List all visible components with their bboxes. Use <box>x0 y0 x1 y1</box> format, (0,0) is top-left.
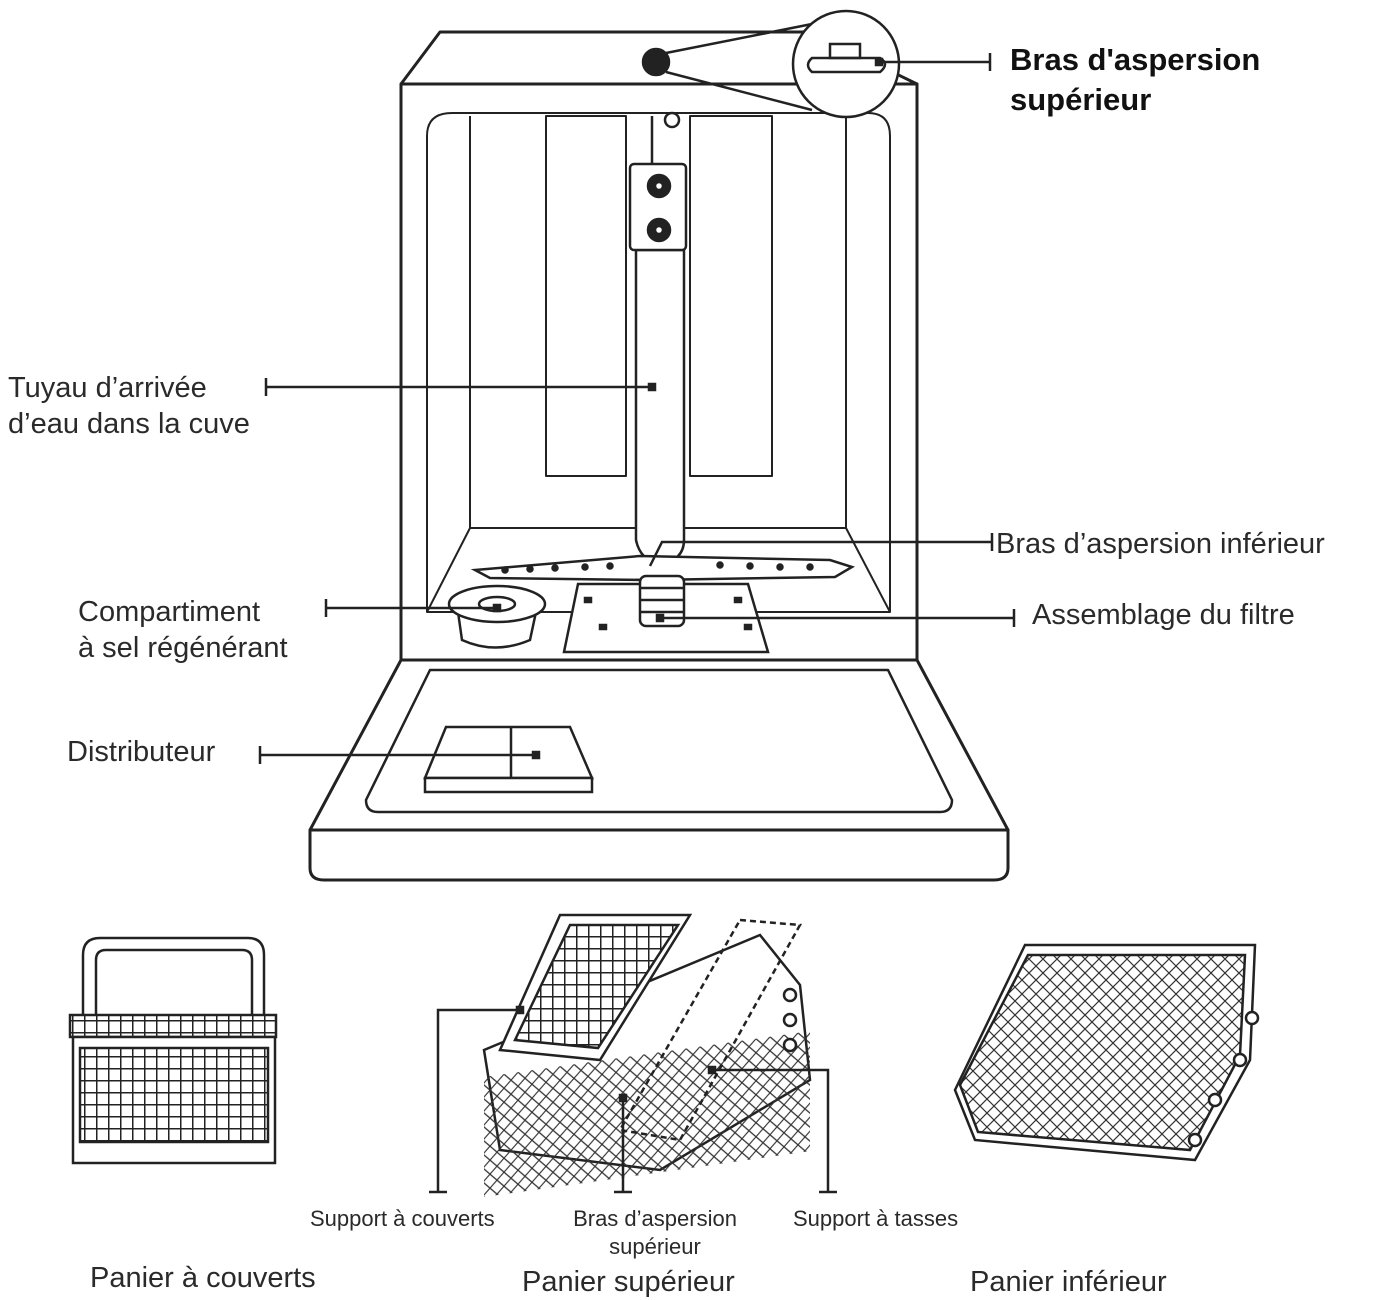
label-upper-basket-spray-arm-line1: Bras d’aspersion <box>573 1206 737 1231</box>
caption-lower-basket: Panier inférieur <box>970 1266 1167 1298</box>
dishwasher-door <box>308 658 1010 882</box>
label-salt-compartment-line1: Compartiment <box>78 596 261 628</box>
dispenser <box>423 725 594 794</box>
label-cutlery-support: Support à couverts <box>310 1206 495 1231</box>
label-upper-basket-spray-arm-line2: supérieur <box>609 1234 701 1259</box>
upper-basket-drawing <box>482 913 812 1197</box>
magnifier-inset <box>641 9 901 119</box>
label-water-inlet-pipe-line2: d’eau dans la cuve <box>8 408 250 440</box>
label-filter-assembly: Assemblage du filtre <box>1032 599 1295 631</box>
upper-basket-lines <box>429 1005 837 1194</box>
label-upper-spray-arm-line1: Bras d'aspersion <box>1010 42 1261 77</box>
label-water-inlet-pipe: Tuyau d’arrivée d’eau dans la cuve <box>8 370 250 442</box>
callout-lines <box>258 53 1016 764</box>
caption-cutlery-basket: Panier à couverts <box>90 1262 316 1294</box>
lower-spray-arm <box>470 554 856 582</box>
cutlery-basket-drawing <box>68 936 278 1165</box>
caption-upper-basket: Panier supérieur <box>522 1266 735 1298</box>
label-cup-support: Support à tasses <box>793 1206 959 1231</box>
lower-basket-drawing <box>953 943 1260 1162</box>
salt-compartment <box>447 584 547 649</box>
label-salt-compartment: Compartiment à sel régénérant <box>78 594 288 666</box>
label-upper-spray-arm-line2: supérieur <box>1010 82 1152 117</box>
water-inlet-pipe <box>628 111 688 567</box>
label-salt-compartment-line2: à sel régénérant <box>78 632 288 664</box>
label-lower-spray-arm: Bras d’aspersion inférieur <box>996 528 1325 560</box>
filter-assembly <box>562 574 770 654</box>
label-upper-spray-arm: Bras d'aspersion supérieur <box>1010 40 1260 120</box>
label-upper-basket-spray-arm: Bras d’aspersion supérieur <box>548 1205 762 1261</box>
label-water-inlet-pipe-line1: Tuyau d’arrivée <box>8 372 207 404</box>
label-dispenser: Distributeur <box>67 736 216 768</box>
